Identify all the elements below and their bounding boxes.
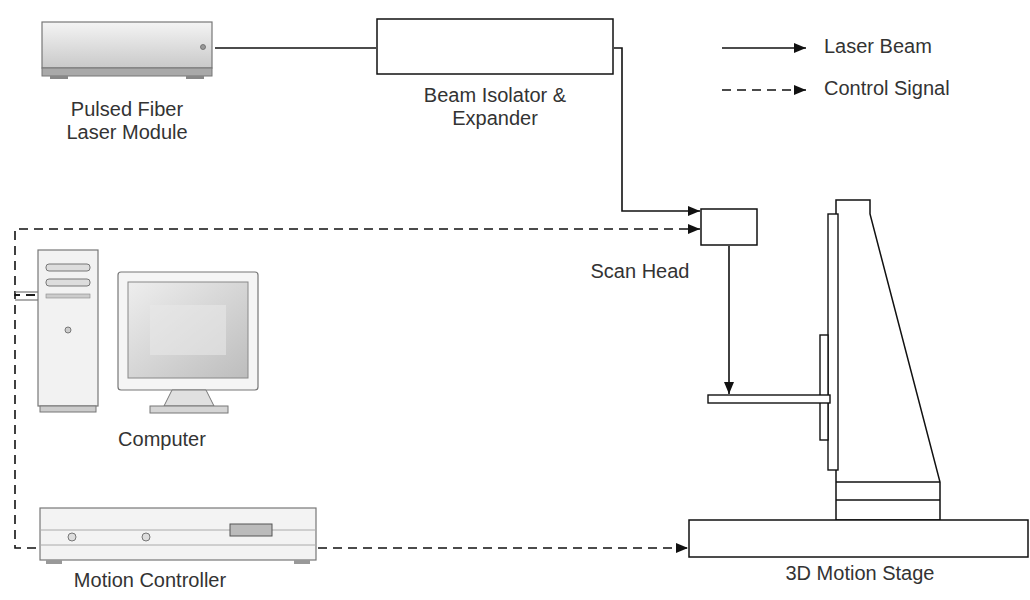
legend-text: Control Signal [824,77,950,100]
scan-head-box: Scan Head [700,208,758,246]
legend-sample [720,33,810,63]
motion-controller-drawing [38,505,318,565]
motion-controller: Motion Controller [38,505,318,565]
laser-beam-line [728,246,730,394]
isolator-box-drawing [376,18,614,75]
node-caption: Beam Isolator & Expander [420,84,570,130]
laser-module-drawing [40,18,215,80]
control-signal-line [318,547,688,549]
node-caption: Pulsed Fiber Laser Module [52,98,202,144]
legend-row: Control Signal [720,75,1010,105]
computer-icon: Computer [35,245,260,417]
legend-row: Laser Beam [720,33,1010,63]
isolator-box: Beam Isolator & Expander [376,18,614,75]
node-caption: Computer [87,428,237,451]
node-caption: Scan Head [570,260,710,283]
scan-head-box-drawing [700,208,758,246]
node-caption: 3D Motion Stage [750,562,970,585]
laser-beam-line [215,47,376,49]
laser-beam-line [614,48,700,211]
motion-stage-drawing [688,200,1030,558]
node-caption: Motion Controller [50,569,250,592]
legend-text: Laser Beam [824,35,932,58]
legend-sample [720,75,810,105]
motion-stage: 3D Motion Stage [688,200,1030,558]
computer-icon-drawing [35,245,260,417]
control-signal-line [15,295,38,548]
laser-module: Pulsed Fiber Laser Module [40,18,215,80]
